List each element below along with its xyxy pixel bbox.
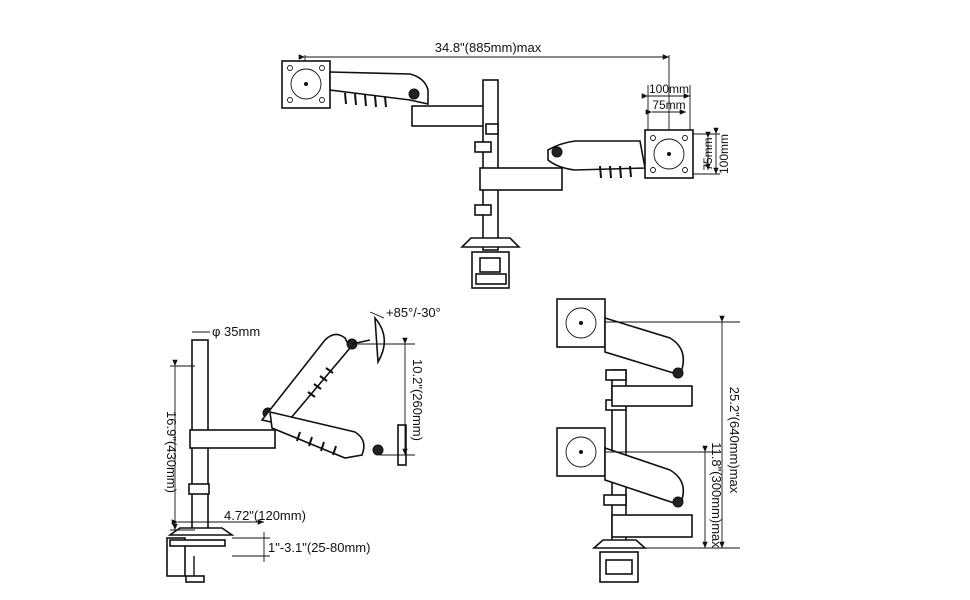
side-upper-arm — [260, 315, 386, 426]
vesa-large-height-label: 100mm — [717, 134, 731, 174]
left-gas-arm — [329, 71, 493, 127]
side-view: φ 35mm 16.9"(430mm) — [164, 305, 441, 583]
top-view: 34.8"(885mm)max — [281, 40, 731, 289]
front-lower-monitor — [556, 427, 693, 538]
vesa-small-height-label: 75mm — [701, 137, 715, 170]
arm-height-label: 10.2"(260mm) — [410, 359, 425, 441]
arm-offset-label: 4.72"(120mm) — [224, 508, 306, 523]
vesa-small-width-label: 75mm — [652, 98, 685, 112]
clamp-range-label: 1"-3.1"(25-80mm) — [268, 540, 370, 555]
front-upper-monitor — [556, 298, 693, 407]
side-lower-arm — [269, 410, 407, 466]
vesa-large-width-label: 100mm — [649, 82, 689, 96]
pole-diameter-label: φ 35mm — [212, 324, 260, 339]
right-gas-arm — [479, 140, 646, 191]
max-height-label: 25.2"(640mm)max — [727, 387, 742, 494]
overall-width-label: 34.8"(885mm)max — [435, 40, 542, 55]
pole-height-label: 16.9"(430mm) — [164, 411, 179, 493]
lower-height-label: 11.8"(300mm)max — [709, 442, 724, 548]
tilt-range-label: +85°/-30° — [386, 305, 441, 320]
right-vesa-plate — [644, 129, 694, 179]
left-vesa-plate — [281, 60, 331, 109]
front-view: 25.2"(640mm)max 11.8"(300mm)max — [556, 298, 742, 583]
top-center-pole — [460, 79, 521, 289]
